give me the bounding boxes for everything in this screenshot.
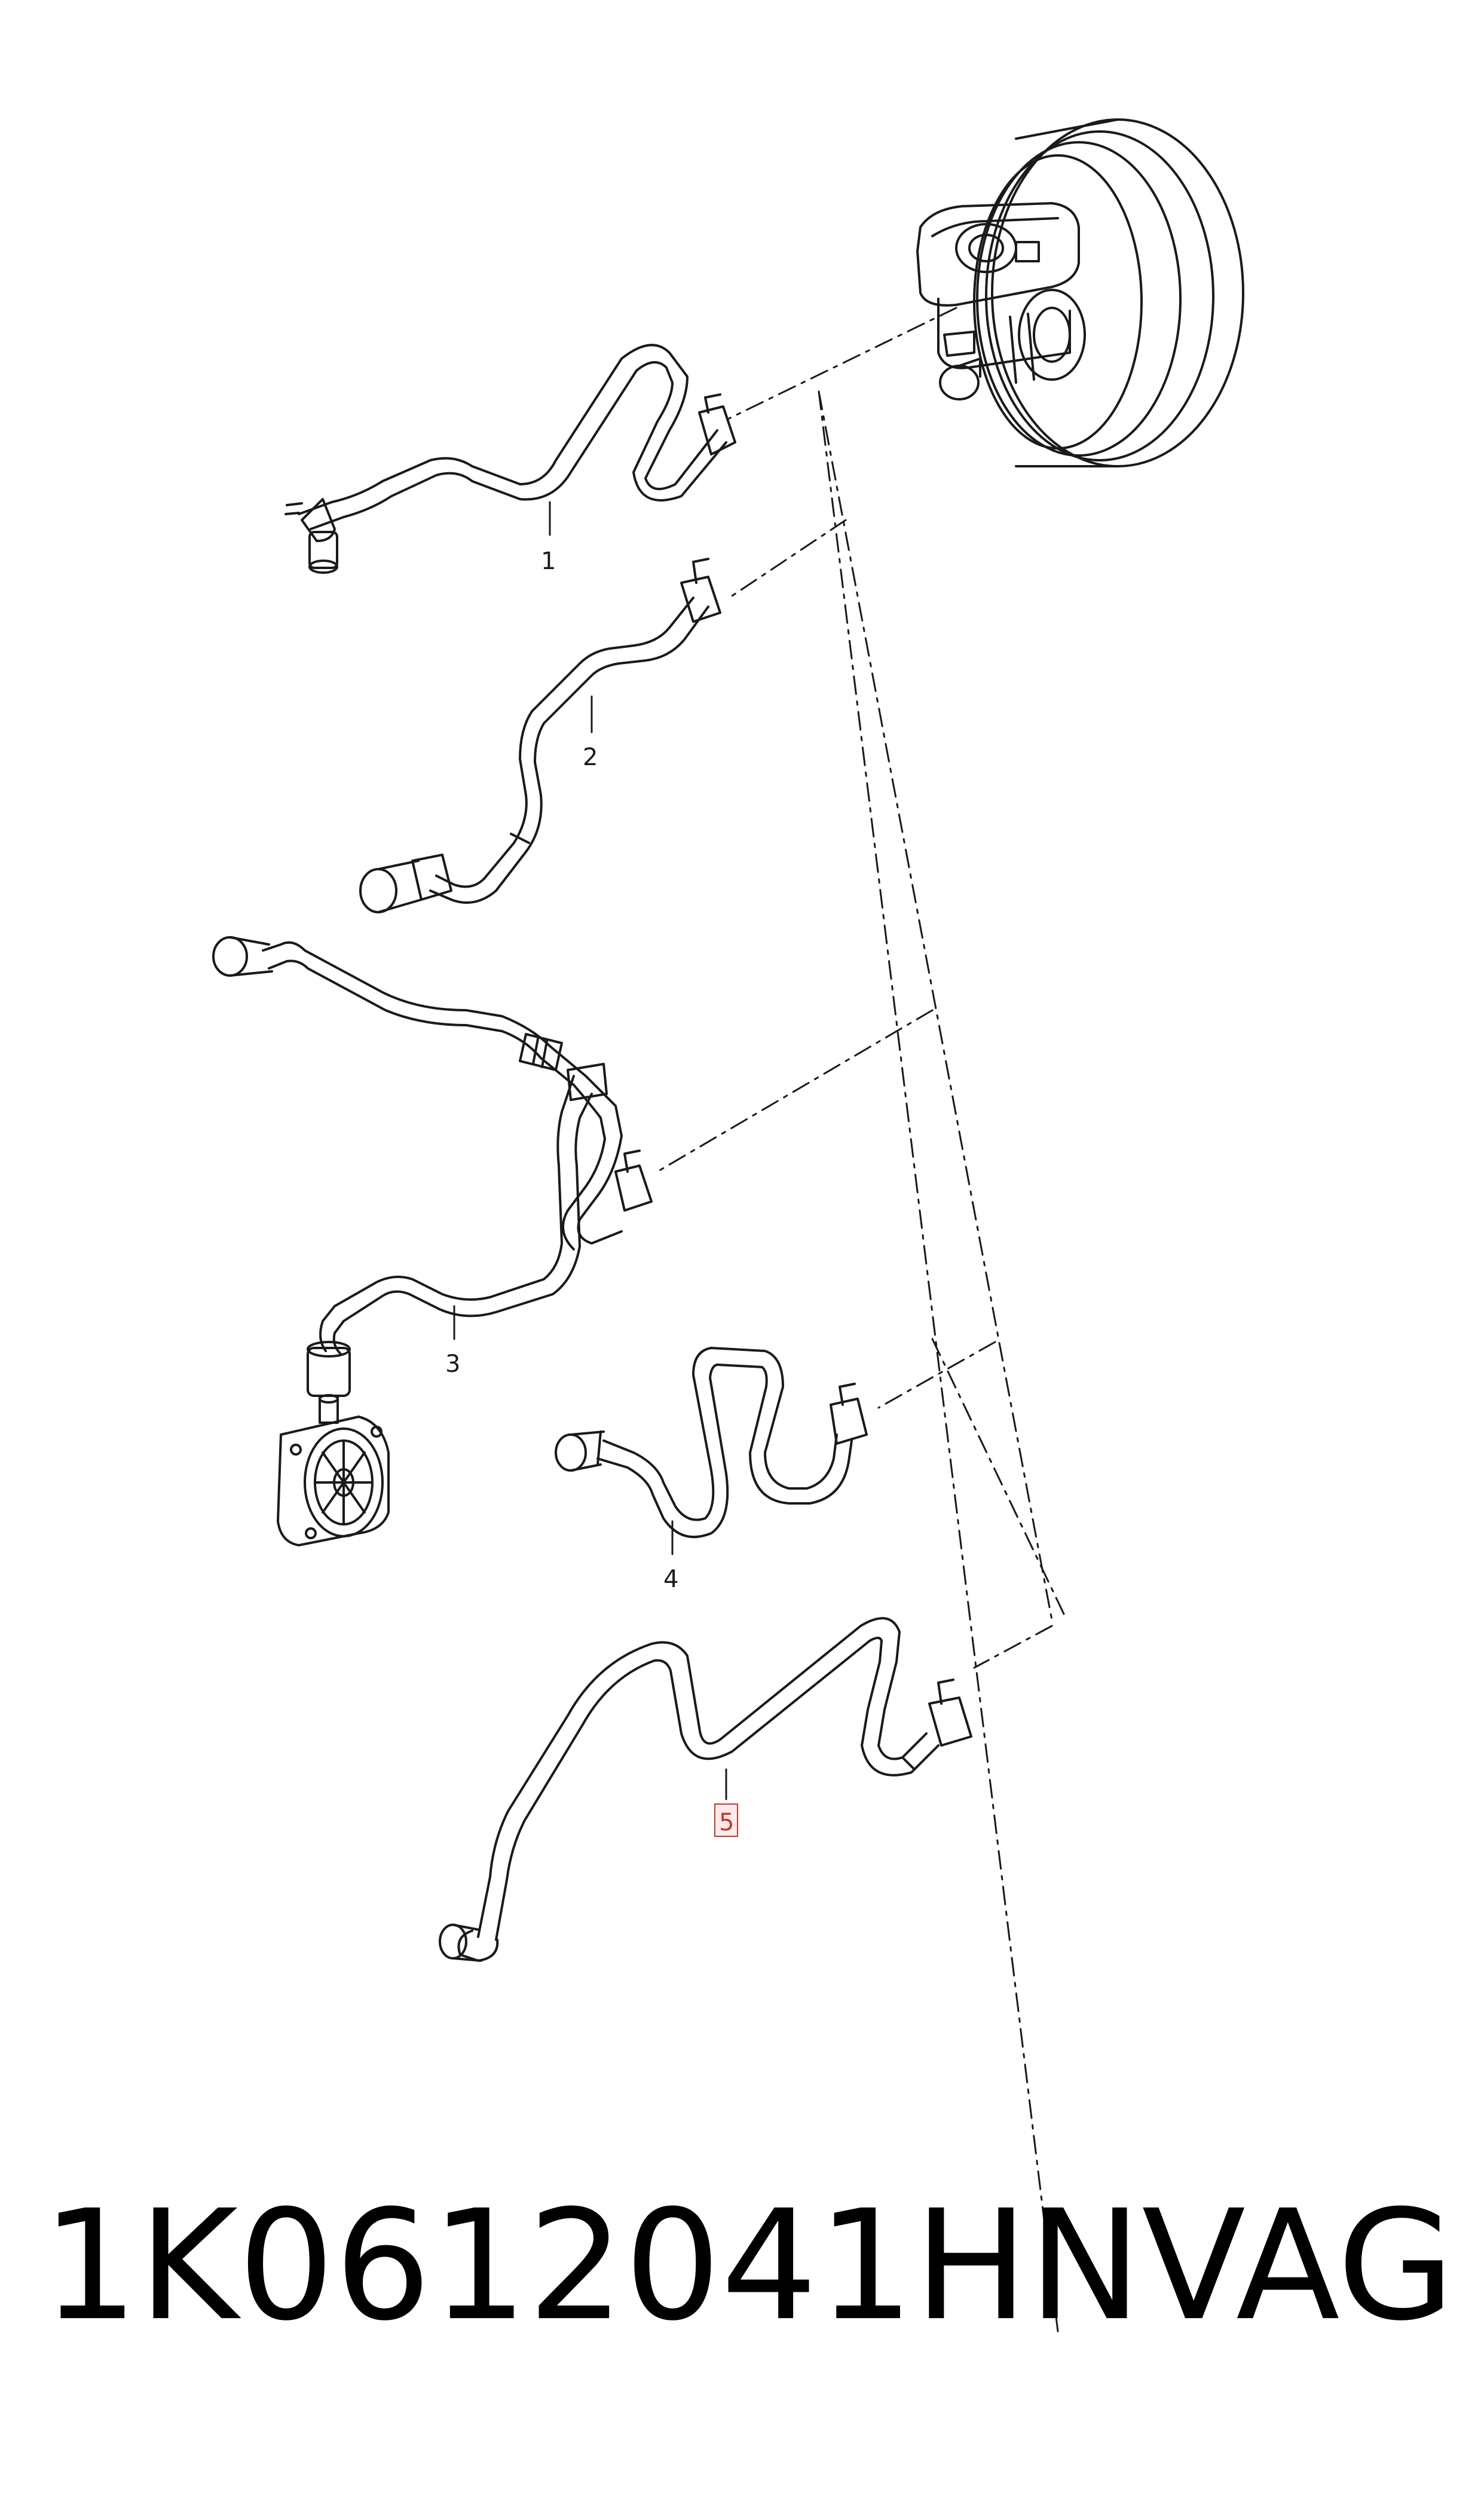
booster-rim-outer [991,118,1244,467]
hose3-top-end-tube [229,936,273,977]
hose4-end-band [596,1430,602,1466]
hose2-valve [680,576,721,623]
pump-bolt-3 [371,1426,383,1438]
part-number: 1K0612041HN [42,2177,1142,2354]
booster-face [973,154,1143,450]
brand-label: VAG [1142,2177,1455,2354]
hose2-band [510,833,530,844]
hose3-valve-clip [623,1150,641,1173]
hose3-top-end-opening [212,936,248,977]
leader-hose2 [728,519,847,599]
hose2-end-tube [377,860,423,913]
callout-label-5: 5 [719,1809,734,1836]
leader-hose5 [973,1625,1053,1669]
hose2-end [411,854,452,901]
hose3-valve [614,1164,653,1212]
cylinder-port-2 [939,365,980,401]
hose-3 [212,936,653,1424]
leader-booster-to-hose1 [728,307,957,420]
master-cylinder [916,202,1080,401]
leader-trunk [818,390,1053,1621]
reservoir-top [931,217,1059,237]
hose-5 [439,1617,972,1962]
cylinder-flange [1009,313,1035,384]
booster-hub [1018,289,1086,381]
hose5-end-elbow [457,1930,499,1962]
reservoir-body [916,202,1080,307]
hose4-end-opening [555,1433,587,1472]
callout-label-4: 4 [663,1566,678,1593]
pump-face-outer [304,1427,384,1537]
hose3-tee [567,1063,608,1101]
vacuum-pump [277,1416,390,1546]
hose5-band [901,1756,916,1771]
hose3-lower-loop [562,1209,623,1251]
hose3-pump-stem [319,1395,339,1424]
hose2-valve-clip [692,558,709,584]
callout-label-3: 3 [445,1350,460,1378]
pump-spokes [314,1439,374,1526]
hose4-end-tube [570,1430,605,1472]
booster-top-edge [1015,118,1119,140]
hose1-valve [698,405,736,455]
booster-rim-2 [976,141,1182,457]
hose4-valve-clip [839,1383,856,1406]
pump-bolt-1 [290,1444,302,1456]
hose3-connector [519,1033,563,1071]
hose1-end-elbow [301,498,336,542]
hose1-nipple [284,502,303,515]
booster-rim-1 [985,130,1214,461]
hose3-pump-stem-top [319,1394,339,1404]
reservoir-cap-inner [968,234,1004,262]
hose-4 [555,1347,868,1539]
part-footer: 1K0612041HN VAG [42,2176,1455,2355]
hose5-valve [928,1696,972,1747]
leader-hose3 [656,1009,934,1173]
hose-2 [359,558,721,913]
leader-hose4 [877,1341,996,1409]
pump-bolt-2 [305,1527,317,1539]
hose5-end-tube [452,1924,482,1962]
pump-hub [333,1468,354,1497]
cylinder-port-1 [943,331,975,357]
hose4-valve [830,1398,868,1445]
callout-ticks [453,501,727,1800]
sensor-connector [1015,241,1040,262]
hose1-valve-clip [704,393,721,414]
cylinder-neck [958,357,981,378]
hose5-end-opening [439,1924,467,1959]
callout-label-1: 1 [541,548,556,575]
hose3-bottom-cap-top [307,1341,351,1358]
hose1-end-cap [308,531,338,569]
hose2-end-opening [359,868,397,913]
hose1-end-cap-bottom [308,560,338,574]
hose-1 [284,344,736,574]
callout-label-2: 2 [583,744,598,771]
hose5-valve-clip [937,1679,954,1705]
hose3-tee-branch [333,1075,575,1307]
leader-main-vertical [818,390,1059,2332]
callout-5-highlight-box [714,1803,738,1837]
